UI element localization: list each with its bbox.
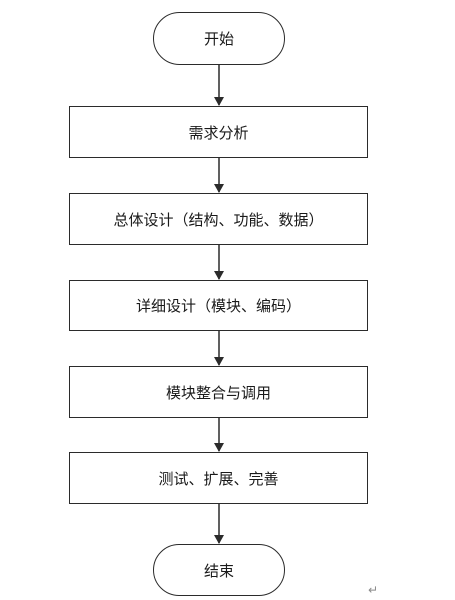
step-requirements-analysis: 需求分析 bbox=[69, 106, 368, 158]
step-label: 详细设计（模块、编码） bbox=[135, 297, 301, 315]
start-label: 开始 bbox=[203, 30, 234, 48]
step-label: 需求分析 bbox=[188, 123, 249, 142]
step-testing-extension: 测试、扩展、完善 bbox=[69, 452, 368, 504]
step-label: 测试、扩展、完善 bbox=[158, 469, 279, 488]
step-label: 总体设计（结构、功能、数据） bbox=[113, 210, 324, 229]
end-label: 结束 bbox=[203, 561, 234, 580]
paragraph-return-icon: ↵ bbox=[368, 583, 379, 597]
step-module-integration: 模块整合与调用 bbox=[69, 366, 368, 418]
step-overall-design: 总体设计（结构、功能、数据） bbox=[69, 193, 368, 245]
end-node: 结束 bbox=[153, 544, 285, 596]
step-detailed-design: 详细设计（模块、编码） bbox=[69, 280, 368, 331]
start-node: 开始 bbox=[153, 12, 285, 65]
step-label: 模块整合与调用 bbox=[165, 383, 271, 402]
